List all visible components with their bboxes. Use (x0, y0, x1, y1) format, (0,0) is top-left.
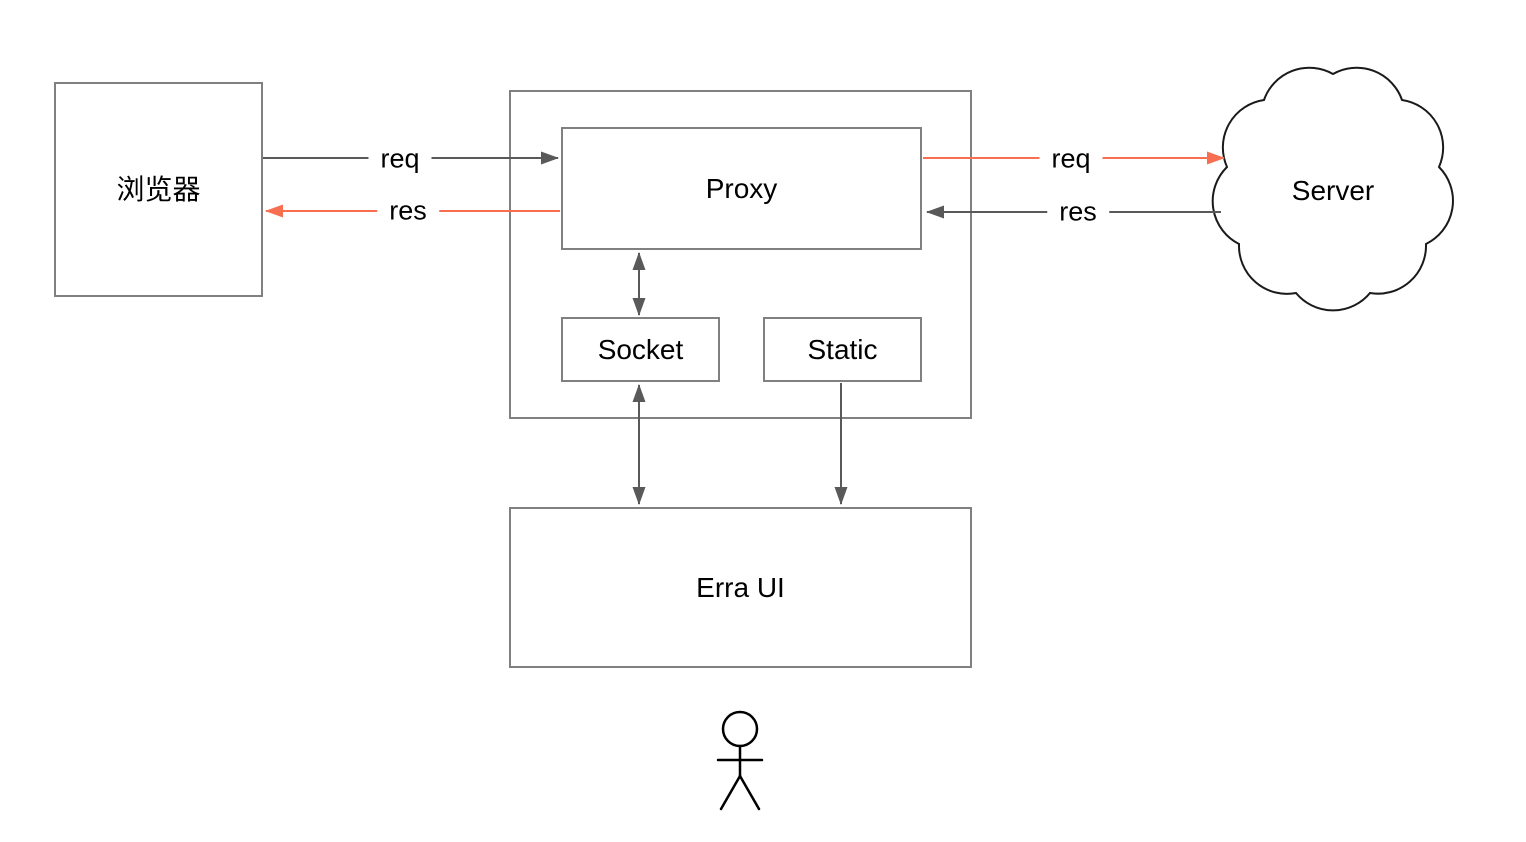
erra-ui-node: Erra UI (509, 507, 972, 668)
static-node-label: Static (807, 333, 878, 365)
static-node: Static (763, 317, 922, 382)
edge-label-req-right: req (1039, 143, 1103, 175)
socket-node: Socket (561, 317, 720, 382)
erra-ui-node-label: Erra UI (696, 571, 785, 603)
edge-label-res-right: res (1047, 196, 1109, 228)
browser-node: 浏览器 (54, 82, 263, 297)
server-node-label: Server (1291, 175, 1375, 206)
edge-label-req-left: req (368, 143, 432, 175)
socket-node-label: Socket (597, 333, 684, 365)
user-actor-icon (716, 710, 764, 811)
proxy-node-label: Proxy (705, 172, 778, 204)
browser-node-label: 浏览器 (116, 173, 201, 205)
edge-label-res-left: res (377, 195, 439, 227)
proxy-node: Proxy (561, 127, 922, 250)
